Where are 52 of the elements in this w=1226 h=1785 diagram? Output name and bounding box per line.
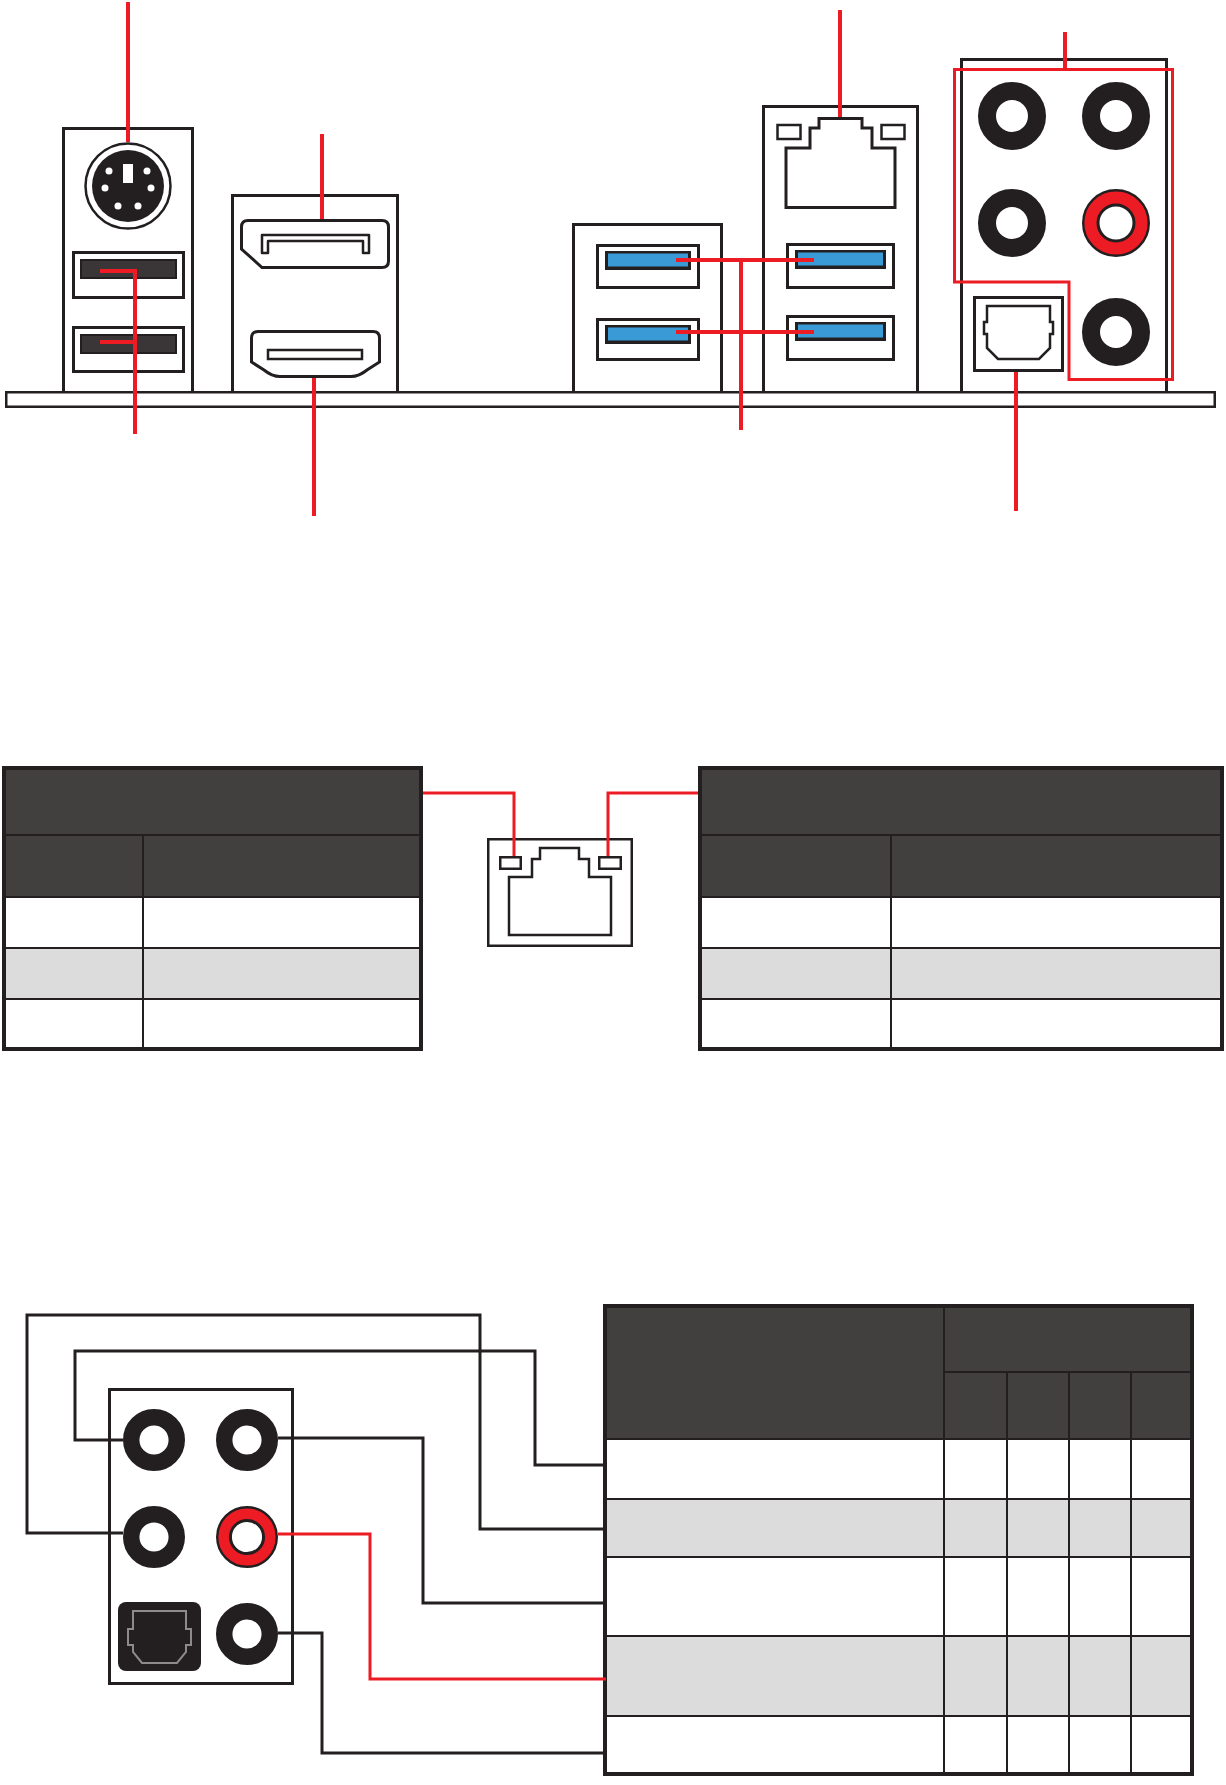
usb3-port <box>786 243 895 289</box>
usb-port <box>72 326 185 373</box>
usb3-port <box>786 315 895 361</box>
connector-line <box>25 1313 606 1535</box>
data-table <box>698 766 1224 1051</box>
table-row <box>606 1557 1191 1636</box>
audio-jack <box>1082 189 1150 257</box>
connector-line <box>278 1436 606 1605</box>
connector-line <box>278 1631 606 1755</box>
table-row <box>606 1636 1191 1716</box>
table-row <box>606 1499 1191 1557</box>
port-panel <box>572 223 723 392</box>
leader-line <box>1014 372 1018 511</box>
usb-port <box>72 251 185 299</box>
data-table <box>2 766 423 1051</box>
audio-jack <box>123 1506 185 1568</box>
audio-jack <box>216 1603 278 1665</box>
leader-line <box>1063 32 1067 68</box>
usb3-port <box>596 318 700 361</box>
port-panel <box>62 127 194 392</box>
port-panel <box>108 1388 294 1685</box>
lan-port <box>487 838 633 947</box>
usb3-port <box>596 244 700 289</box>
leader-line <box>838 10 842 117</box>
hdmi-port <box>250 330 381 378</box>
connector-line <box>423 791 516 856</box>
audio-jack <box>216 1506 278 1568</box>
displayport-port <box>240 219 390 269</box>
audio-jack <box>123 1409 185 1471</box>
leader-line <box>312 378 316 516</box>
port-panel <box>762 105 919 392</box>
data-table <box>603 1304 1194 1776</box>
leader-line <box>320 134 324 219</box>
table-row <box>606 1439 1191 1499</box>
led-indicator <box>499 856 522 870</box>
connector-line <box>278 1532 606 1681</box>
optical-port <box>973 296 1064 372</box>
io-shield-bar <box>5 391 1216 408</box>
optical-port <box>118 1602 201 1671</box>
led-indicator <box>598 856 622 870</box>
port-panel <box>231 194 399 392</box>
audio-jack <box>216 1409 278 1471</box>
leader-line <box>126 2 130 142</box>
audio-jack <box>978 189 1046 257</box>
lan-port <box>776 117 906 209</box>
ps2-port <box>84 142 172 230</box>
audio-jack <box>978 82 1046 150</box>
connector-line <box>606 791 698 856</box>
audio-jack <box>1082 298 1150 366</box>
table-row <box>606 1716 1191 1773</box>
connector-line <box>73 1349 606 1467</box>
audio-jack <box>1082 82 1150 150</box>
